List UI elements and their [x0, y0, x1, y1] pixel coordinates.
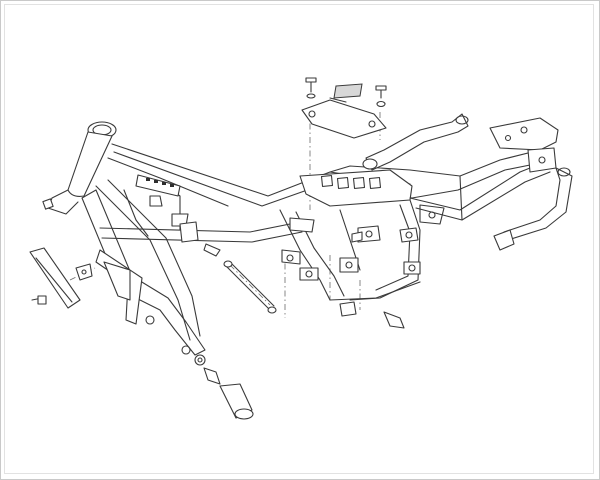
cover-plate-assembly: [301, 77, 387, 139]
central-frame-section: [279, 169, 445, 301]
steering-head-tube: [42, 121, 117, 215]
engine-mount-bolts: [179, 221, 405, 329]
upper-curved-tube: [362, 113, 469, 171]
footpeg-assembly: [194, 354, 254, 420]
cross-tubes: [99, 174, 303, 243]
down-tubes: [81, 179, 206, 356]
figure-inner-border: [4, 4, 594, 474]
rear-grab-handle: [493, 167, 573, 251]
side-bracket: [29, 247, 93, 309]
